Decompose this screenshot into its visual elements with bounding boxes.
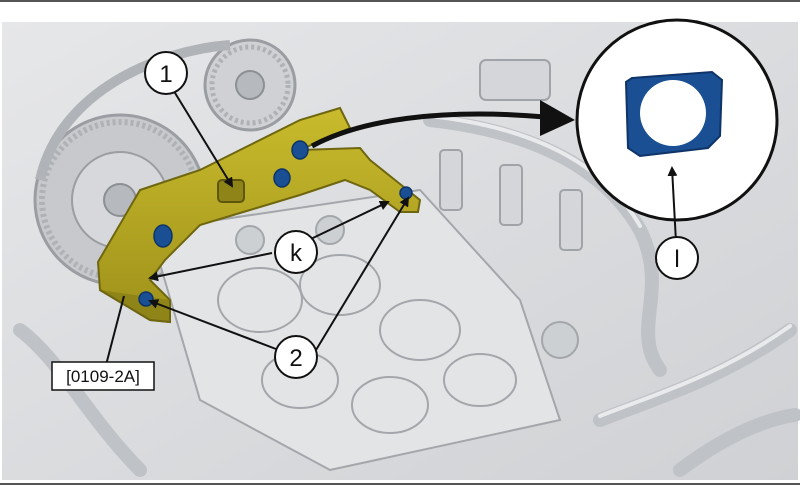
pipes	[13, 113, 800, 477]
cylinder-head	[148, 188, 579, 472]
tool-reference-label: [0109-2A]	[51, 361, 155, 391]
top-border	[0, 0, 800, 2]
callout-l-label: l	[674, 246, 679, 273]
callout-1: 1	[144, 51, 188, 95]
zoom-arrow-head	[540, 100, 575, 136]
callout-k-label: k	[290, 240, 303, 267]
tool-reference-text: [0109-2A]	[66, 367, 140, 386]
leader-lines	[105, 87, 678, 366]
magnified-inset	[575, 18, 779, 222]
callout-2: 2	[274, 335, 318, 379]
callout-2-label: 2	[289, 345, 302, 372]
seal-ring-hole	[640, 80, 706, 146]
fuel-injectors	[439, 59, 583, 251]
callout-k: k	[274, 230, 318, 274]
zoom-arrow	[310, 111, 546, 149]
callout-1-label: 1	[159, 61, 172, 88]
callout-l: l	[655, 236, 699, 280]
bottom-border	[0, 483, 800, 485]
